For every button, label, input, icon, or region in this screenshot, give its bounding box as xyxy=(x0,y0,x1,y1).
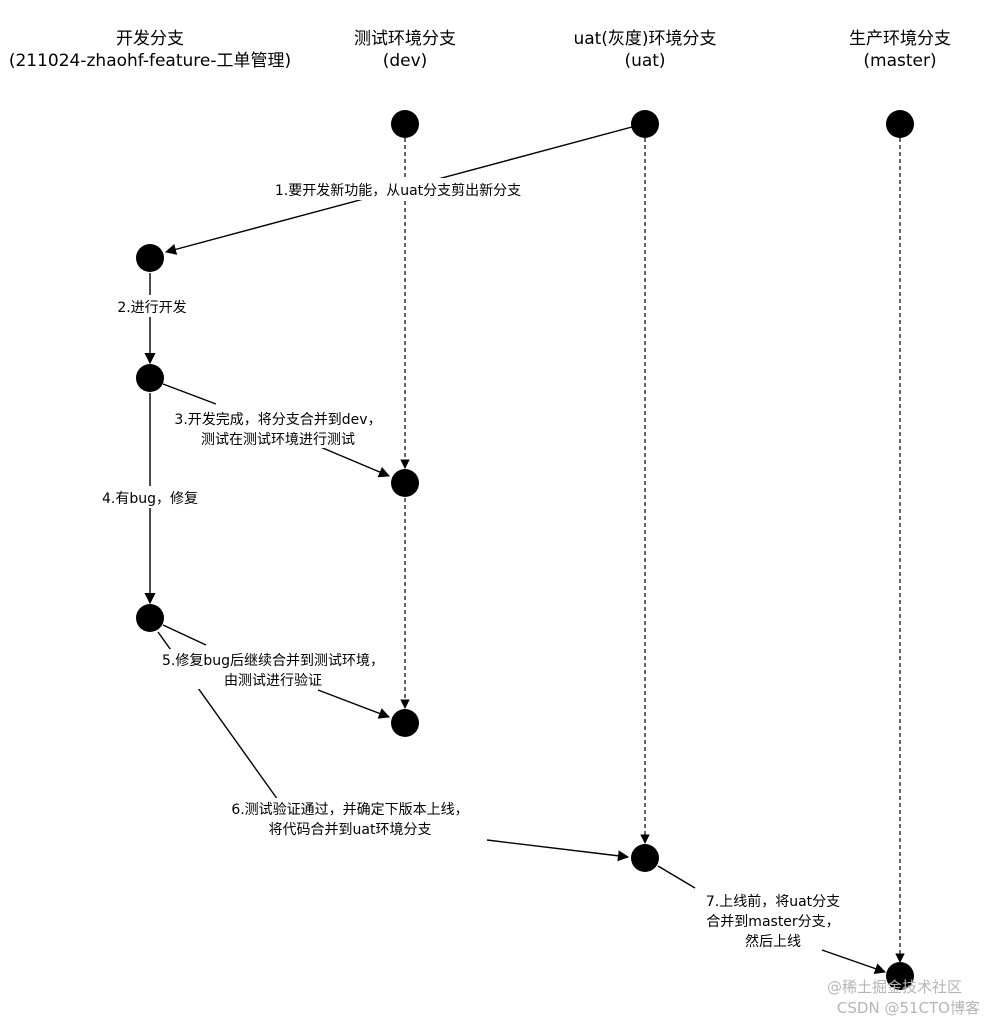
node-prod-start xyxy=(886,110,914,138)
step-6-bg xyxy=(208,798,493,838)
column-subtitle-test-branch: (dev) xyxy=(383,51,428,71)
node-uat-start xyxy=(631,110,659,138)
node-test-merge-1 xyxy=(391,469,419,497)
column-title-dev-branch: 开发分支 xyxy=(116,29,184,49)
node-test-start xyxy=(391,110,419,138)
step-6-label-line2: 将代码合并到uat环境分支 xyxy=(269,822,432,838)
step-1-label: 1.要开发新功能，从uat分支剪出新分支 xyxy=(275,183,521,199)
node-dev-complete xyxy=(136,364,164,392)
step-5-label-line1: 5.修复bug后继续合并到测试环境， xyxy=(162,652,384,669)
column-title-uat-branch: uat(灰度)环境分支 xyxy=(573,29,716,49)
column-subtitle-uat-branch: (uat) xyxy=(624,51,665,71)
step-6-label-line1: 6.测试验证通过，并确定下版本上线， xyxy=(231,802,468,818)
step-7-bg xyxy=(692,889,857,949)
step-3-label-line1: 3.开发完成，将分支合并到dev， xyxy=(174,412,381,428)
step-7-label-line1: 7.上线前，将uat分支 xyxy=(706,893,840,910)
step-2-bg xyxy=(108,295,198,317)
column-title-test-branch: 测试环境分支 xyxy=(354,29,456,49)
watermark-line1: @稀土掘金技术社区 xyxy=(827,978,962,996)
step-7-label-line2: 合并到master分支， xyxy=(706,914,839,930)
node-prod-merge xyxy=(886,962,914,990)
step-3-label-line2: 测试在测试环境进行测试 xyxy=(201,432,355,448)
step-4-bg xyxy=(93,486,208,508)
arrow-uat-to-master xyxy=(821,949,887,974)
column-subtitle-dev-branch: (211024-zhaohf-feature-工单管理) xyxy=(9,51,291,71)
step-7-label-line3: 然后上线 xyxy=(745,933,801,950)
step-2-label: 2.进行开发 xyxy=(117,300,186,316)
step-3-bg xyxy=(155,408,403,448)
line-uat-to-master-part1 xyxy=(657,865,696,889)
column-title-prod-branch: 生产环境分支 xyxy=(849,29,951,49)
step-5-label-line2: 由测试进行验证 xyxy=(224,673,322,689)
arrow-dev-branch-to-test-1 xyxy=(162,383,389,476)
step-1-bg xyxy=(253,178,543,200)
node-uat-merge xyxy=(631,844,659,872)
step-4-label: 4.有bug，修复 xyxy=(102,490,198,507)
node-dev-branch-created xyxy=(136,244,164,272)
node-bug-fixed xyxy=(136,604,164,632)
arrow-dev-branch-to-test-2 xyxy=(162,624,389,717)
node-test-merge-2 xyxy=(391,709,419,737)
arrow-dev-branch-to-uat xyxy=(486,839,630,862)
watermark-line2: CSDN @51CTO博客 xyxy=(837,999,980,1017)
step-5-bg xyxy=(148,649,398,689)
column-subtitle-prod-branch: (master) xyxy=(863,51,936,71)
